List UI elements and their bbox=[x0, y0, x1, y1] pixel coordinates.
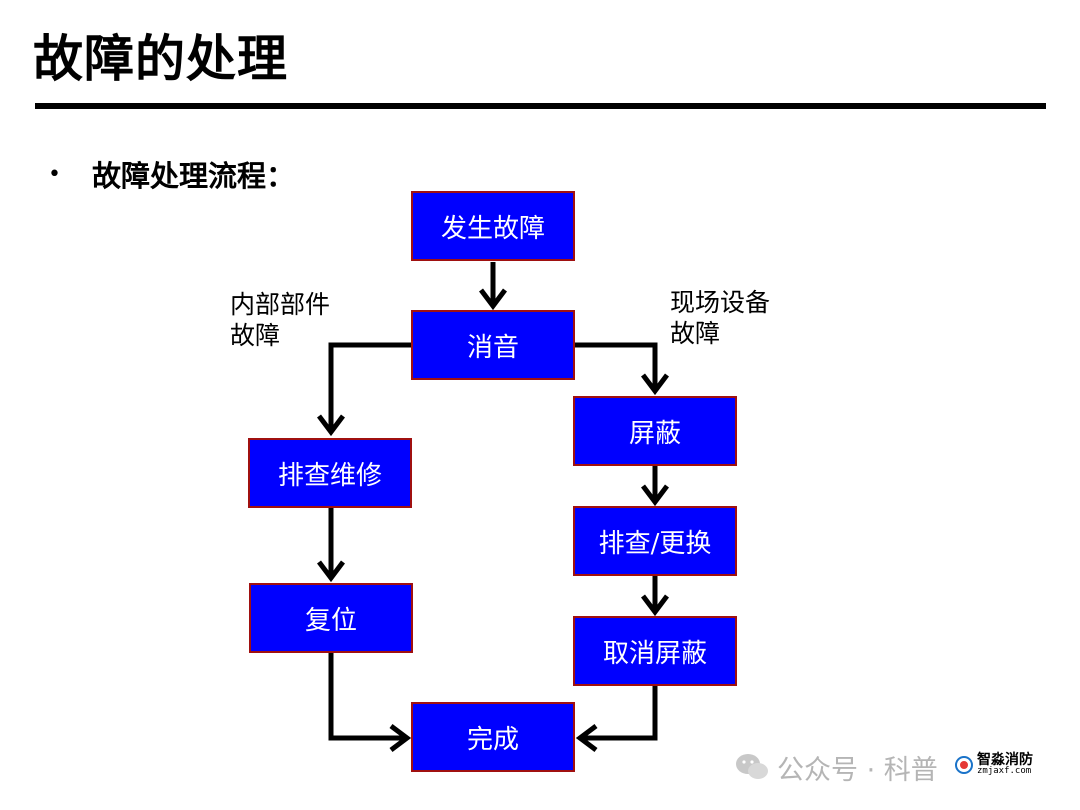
box-shield: 屏蔽 bbox=[573, 396, 737, 466]
wechat-icon bbox=[736, 754, 768, 779]
logo-icon bbox=[955, 755, 973, 774]
box-occur-fault: 发生故障 bbox=[411, 191, 575, 261]
box-investigate-replace: 排查/更换 bbox=[573, 506, 737, 576]
watermark: 公众号 · 科普 bbox=[735, 745, 938, 789]
bullet-icon: • bbox=[48, 162, 61, 187]
arrow-silence-repair bbox=[328, 342, 411, 432]
site-logo: 智淼消防 zmjaxf.com bbox=[955, 753, 1033, 776]
title-divider bbox=[35, 103, 1046, 109]
arrow-silence-shield bbox=[575, 342, 658, 391]
box-silence: 消音 bbox=[411, 310, 575, 380]
label-internal-fault: 内部部件 故障 bbox=[230, 290, 331, 350]
box-reset: 复位 bbox=[249, 583, 413, 653]
bullet-text: 故障处理流程： bbox=[92, 159, 296, 193]
arrow-reset-done bbox=[328, 652, 407, 741]
label-field-fault: 现场设备 故障 bbox=[670, 288, 771, 348]
page-title: 故障的处理 bbox=[33, 30, 288, 88]
watermark-text: 公众号 · 科普 bbox=[777, 754, 938, 786]
arrow-unshield-done bbox=[580, 686, 658, 741]
logo-en-text: zmjaxf.com bbox=[977, 766, 1032, 776]
logo-cn-text: 智淼消防 bbox=[977, 752, 1033, 768]
box-investigate-repair: 排查维修 bbox=[248, 438, 412, 508]
box-done: 完成 bbox=[411, 702, 575, 772]
box-unshield: 取消屏蔽 bbox=[573, 616, 737, 686]
